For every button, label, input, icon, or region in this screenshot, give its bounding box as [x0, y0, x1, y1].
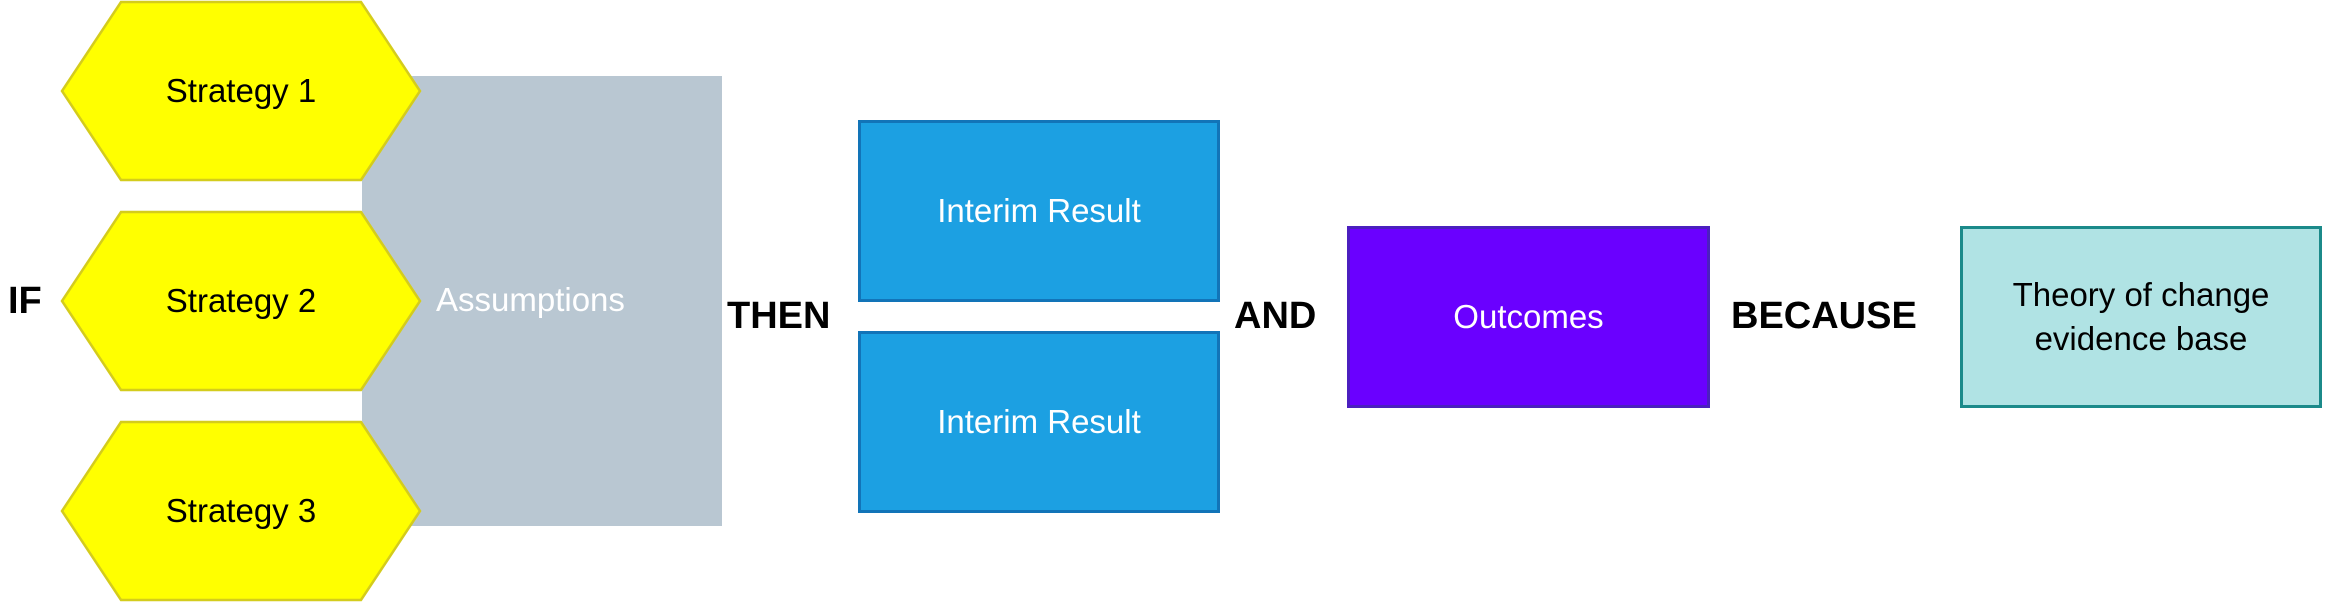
then-keyword: THEN	[727, 295, 831, 337]
strategy-label-2: Strategy 2	[165, 282, 317, 319]
interim-result-box-1: Interim Result	[858, 120, 1220, 302]
hexagon-shape-icon	[60, 420, 422, 602]
strategy-label-3: Strategy 3	[165, 492, 317, 529]
strategy-hexagon-1: Strategy 1	[60, 0, 422, 182]
strategy-hexagon-3: Strategy 3	[60, 420, 422, 602]
strategy-hexagon-2: Strategy 2	[60, 210, 422, 392]
outcomes-label: Outcomes	[1453, 298, 1604, 335]
strategy-label-1: Strategy 1	[165, 72, 317, 109]
if-keyword: IF	[8, 280, 42, 322]
evidence-base-label: Theory of change evidence base	[2012, 276, 2270, 357]
assumptions-label: Assumptions	[436, 281, 625, 318]
interim-result-label-2: Interim Result	[937, 403, 1141, 440]
outcomes-box: Outcomes	[1347, 226, 1710, 408]
because-keyword: BECAUSE	[1731, 295, 1917, 337]
and-keyword: AND	[1234, 295, 1317, 337]
evidence-base-box: Theory of change evidence base	[1960, 226, 2322, 408]
hexagon-shape-icon	[60, 0, 422, 182]
hexagon-shape-icon	[60, 210, 422, 392]
interim-result-box-2: Interim Result	[858, 331, 1220, 513]
interim-result-label-1: Interim Result	[937, 192, 1141, 229]
assumptions-panel	[362, 76, 722, 526]
